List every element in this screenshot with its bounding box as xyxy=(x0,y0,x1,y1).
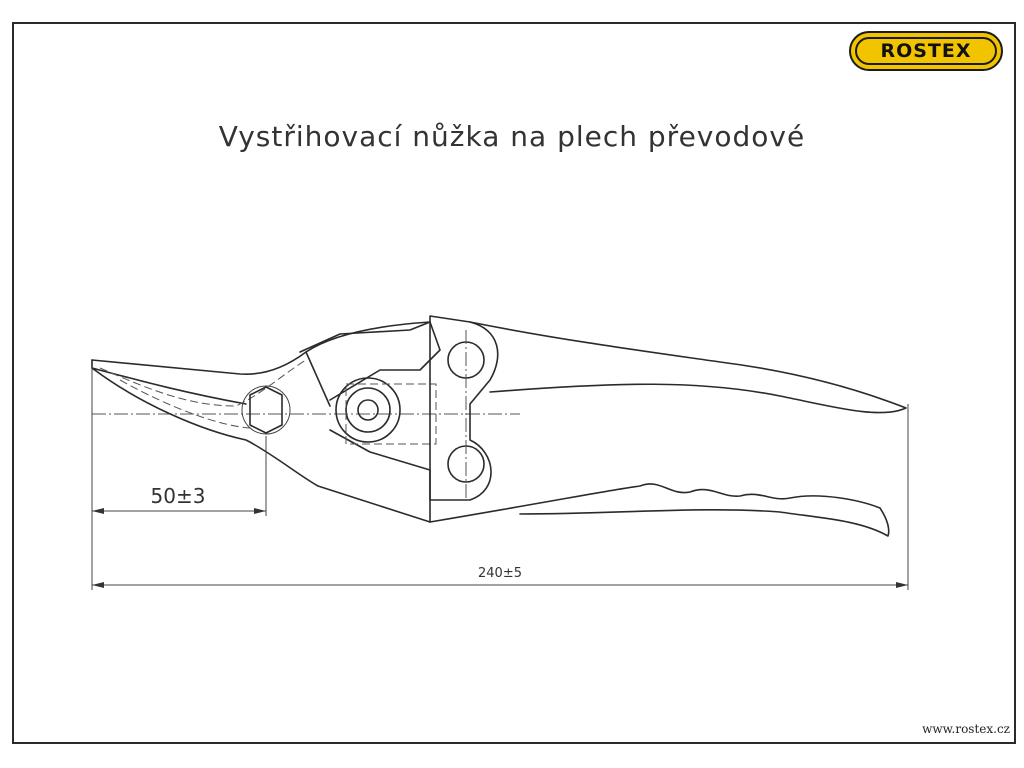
jaw-hidden-edge xyxy=(99,359,307,407)
drawing-title: Vystřihovací nůžka na plech převodové xyxy=(218,120,806,153)
upper-jaw xyxy=(91,321,431,375)
main-pivot-bolt xyxy=(357,399,379,421)
logo-text: ROSTEX xyxy=(880,40,972,62)
lower-handle xyxy=(429,483,890,537)
logo-inner-border: ROSTEX xyxy=(855,37,997,65)
website-url[interactable]: www.rostex.cz xyxy=(920,722,1012,736)
drawing-frame xyxy=(12,22,1016,744)
upper-jaw-tip xyxy=(91,359,247,405)
arrow-right-jaw xyxy=(254,508,266,514)
arrow-left-total xyxy=(92,582,104,588)
pivot-hidden-box xyxy=(345,383,437,445)
hex-nut-icon xyxy=(249,386,283,434)
arrow-left-jaw xyxy=(92,508,104,514)
nut-outline xyxy=(241,385,291,435)
lower-jaw xyxy=(91,367,431,523)
upper-link-plate xyxy=(299,321,441,401)
rostex-logo: ROSTEX xyxy=(849,31,1003,71)
link-edge xyxy=(305,351,331,407)
gear-link xyxy=(429,315,499,501)
main-pivot-outer xyxy=(335,377,401,443)
main-pivot-ring xyxy=(345,387,391,433)
upper-handle xyxy=(469,321,907,414)
total-dimension-label: 240±5 xyxy=(478,566,522,581)
arrow-right-total xyxy=(896,582,908,588)
jaw-hidden-edge-lower xyxy=(119,379,251,429)
jaw-dimension-label: 50±3 xyxy=(151,484,206,508)
